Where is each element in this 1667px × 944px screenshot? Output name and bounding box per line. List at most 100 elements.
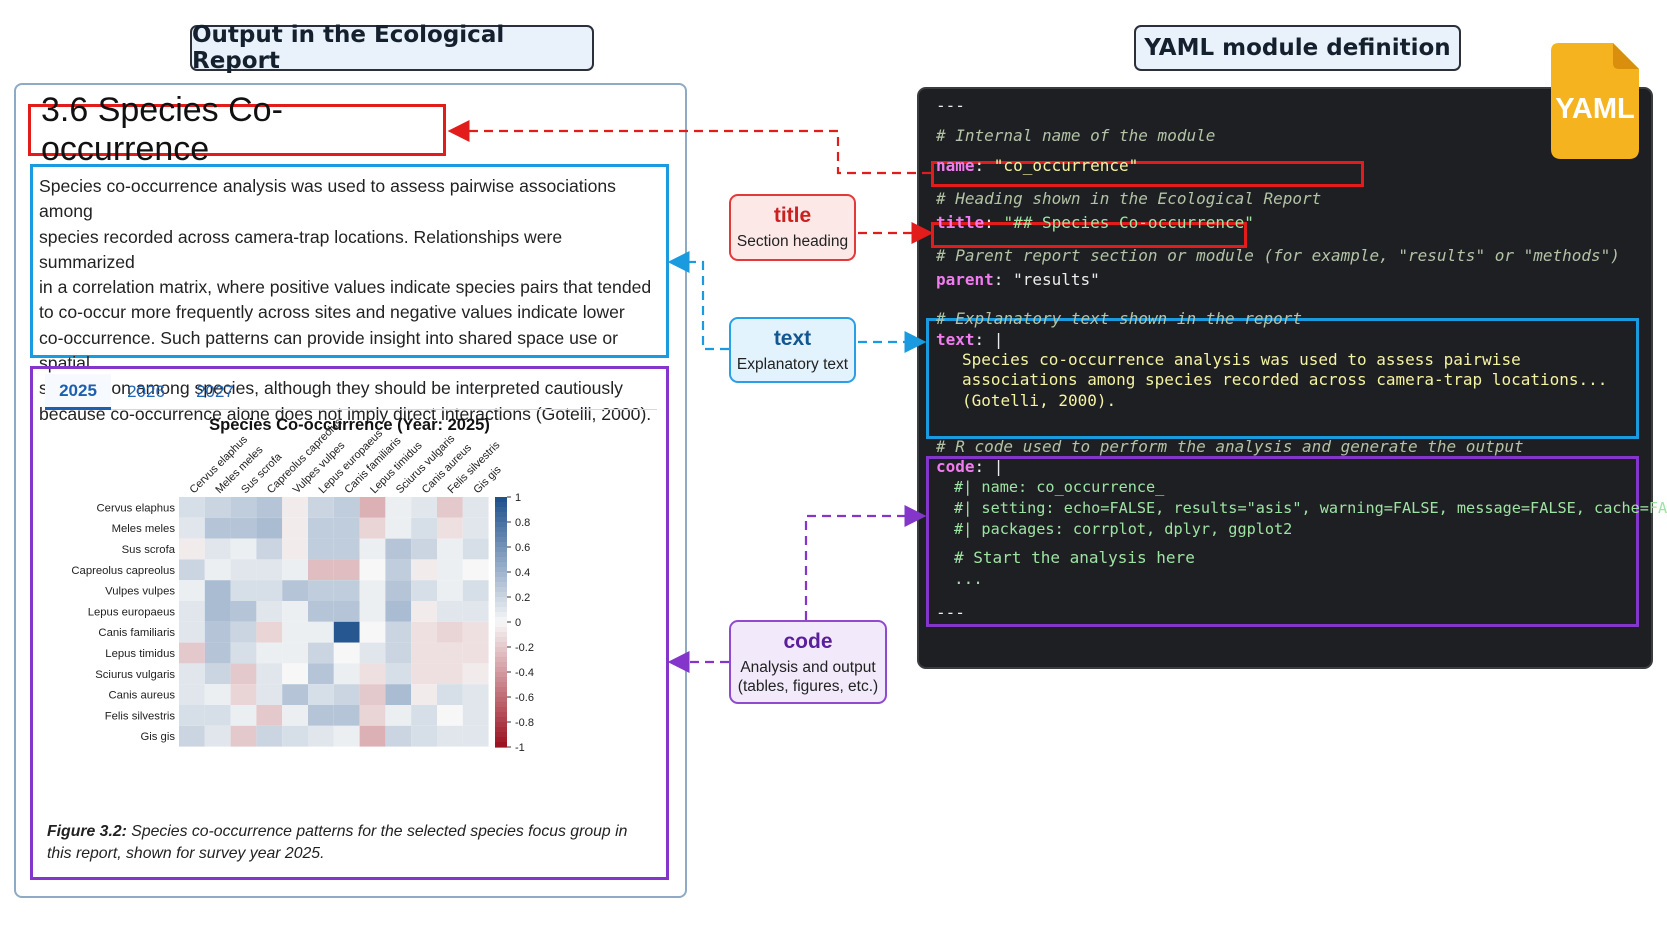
arrow-title-to-report [447,120,931,175]
report-title-text: 3.6 Species Co-occurrence [41,91,283,168]
heatmap-cell [282,642,308,664]
colorbar-segment [495,597,507,603]
callout-code: code Analysis and output(tables, figures… [729,620,887,704]
heatmap-cell [385,601,412,622]
heatmap-cell [179,497,205,518]
heatmap-cell [333,642,360,664]
heatmap-cell [462,621,489,643]
figure-caption: Figure 3.2: Species co-occurrence patter… [47,821,647,865]
heatmap-cell [462,601,489,622]
heatmap-cell [256,705,283,726]
heatmap-cell [437,497,463,518]
colorbar-tick-label: 0.2 [515,592,530,604]
yaml-text-highlight [926,318,1639,439]
heatmap-cell [359,705,386,726]
heatmap-cell [179,725,205,747]
colorbar-tick-label: -0.4 [515,667,534,679]
heatmap-cell [204,497,231,518]
heatmap-cell [230,663,257,685]
colorbar-tick-label: 1 [515,492,521,504]
heatmap-cell [308,663,334,685]
heatmap-cell [204,684,231,705]
heatmap-cell [437,559,463,581]
heatmap-cell [282,663,308,685]
heatmap-cell [411,621,437,643]
heatmap-cell [204,725,231,747]
report-text-line: segregation among species, although they… [39,378,623,399]
heatmap-cell [179,621,205,643]
heatmap-cell [282,559,308,581]
yaml-title-line: title: "## Species Co-occurrence" [936,213,1254,232]
chart-title: Species Co-occurrence (Year: 2025) [209,416,490,434]
heatmap-cell [282,601,308,622]
heatmap-cell [308,725,334,747]
arrow-code-callout-to-yaml [804,505,927,620]
heatmap-cell [411,580,437,601]
yaml-text-pipe: | [984,330,1004,349]
yaml-title-value: "## Species Co-occurrence" [1003,213,1254,232]
heatmap-cell [333,559,360,581]
colorbar-segment [495,552,507,558]
heatmap-cell [256,621,283,643]
colorbar-segment [495,682,507,688]
heatmap-cell [359,601,386,622]
report-text-line: species recorded across camera-trap loca… [39,226,563,272]
callout-code-desc-1: Analysis and output [740,659,876,676]
heatmap-cell [411,538,437,560]
colorbar-segment [495,542,507,548]
colorbar-segment [495,742,507,748]
heatmap-cell [359,497,386,518]
heatmap-cell [204,601,231,622]
yaml-icon-label: YAML [1555,93,1635,125]
colorbar-segment [495,622,507,628]
colorbar-segment [495,547,507,553]
colorbar-segment [495,562,507,568]
yaml-name-highlight [931,161,1364,187]
colorbar-segment [495,607,507,613]
colorbar-segment [495,502,507,508]
report-section-title: 3.6 Species Co-occurrence [28,91,446,168]
yaml-comment-parent: # Parent report section or module (for e… [936,246,1620,265]
tab-2026[interactable]: 2026 [127,382,165,401]
heatmap-cell [179,601,205,622]
heatmap-cell [230,705,257,726]
yaml-code-comment: # Start the analysis here [954,548,1195,567]
heatmap-cell [308,705,334,726]
heatmap-cell [462,705,489,726]
heatmap-cell [359,725,386,747]
tab-2027[interactable]: 2027 [196,382,234,401]
colorbar-segment [495,537,507,543]
yaml-code-highlight [926,456,1639,627]
heatmap-row-label: Meles meles [112,523,176,535]
heatmap-cell [230,538,257,560]
heatmap-cell [179,642,205,664]
arrow-text-to-report [667,251,729,351]
heatmap-cell [333,538,360,560]
heatmap-cell [256,663,283,685]
heatmap-cell [282,497,308,518]
heatmap-cell [230,684,257,705]
callout-title-name: title [773,204,812,227]
heatmap-cell [333,497,360,518]
heatmap-cell [308,559,334,581]
heatmap-cell [308,601,334,622]
colorbar-segment [495,572,507,578]
heatmap-cell [308,621,334,643]
tab-2025[interactable]: 2025 [45,374,111,410]
heatmap-cell [385,725,412,747]
heatmap-cell [462,538,489,560]
colorbar-segment [495,677,507,683]
callout-code-desc-2: (tables, figures, etc.) [737,678,879,695]
heatmap-cell [437,517,463,539]
yaml-file-icon: YAML [1551,43,1639,159]
yaml-comment-name: # Internal name of the module [936,126,1216,145]
yaml-parent-line: parent: "results" [936,270,1100,289]
heatmap-row-label: Gis gis [140,731,175,743]
heatmap-cell [333,705,360,726]
heatmap-cell [411,725,437,747]
heatmap-cell [359,684,386,705]
yaml-comment-title: # Heading shown in the Ecological Report [936,189,1322,208]
heatmap-row-label: Lepus europaeus [88,606,176,618]
yaml-text-body-line: (Gotelli, 2000). [962,391,1117,410]
